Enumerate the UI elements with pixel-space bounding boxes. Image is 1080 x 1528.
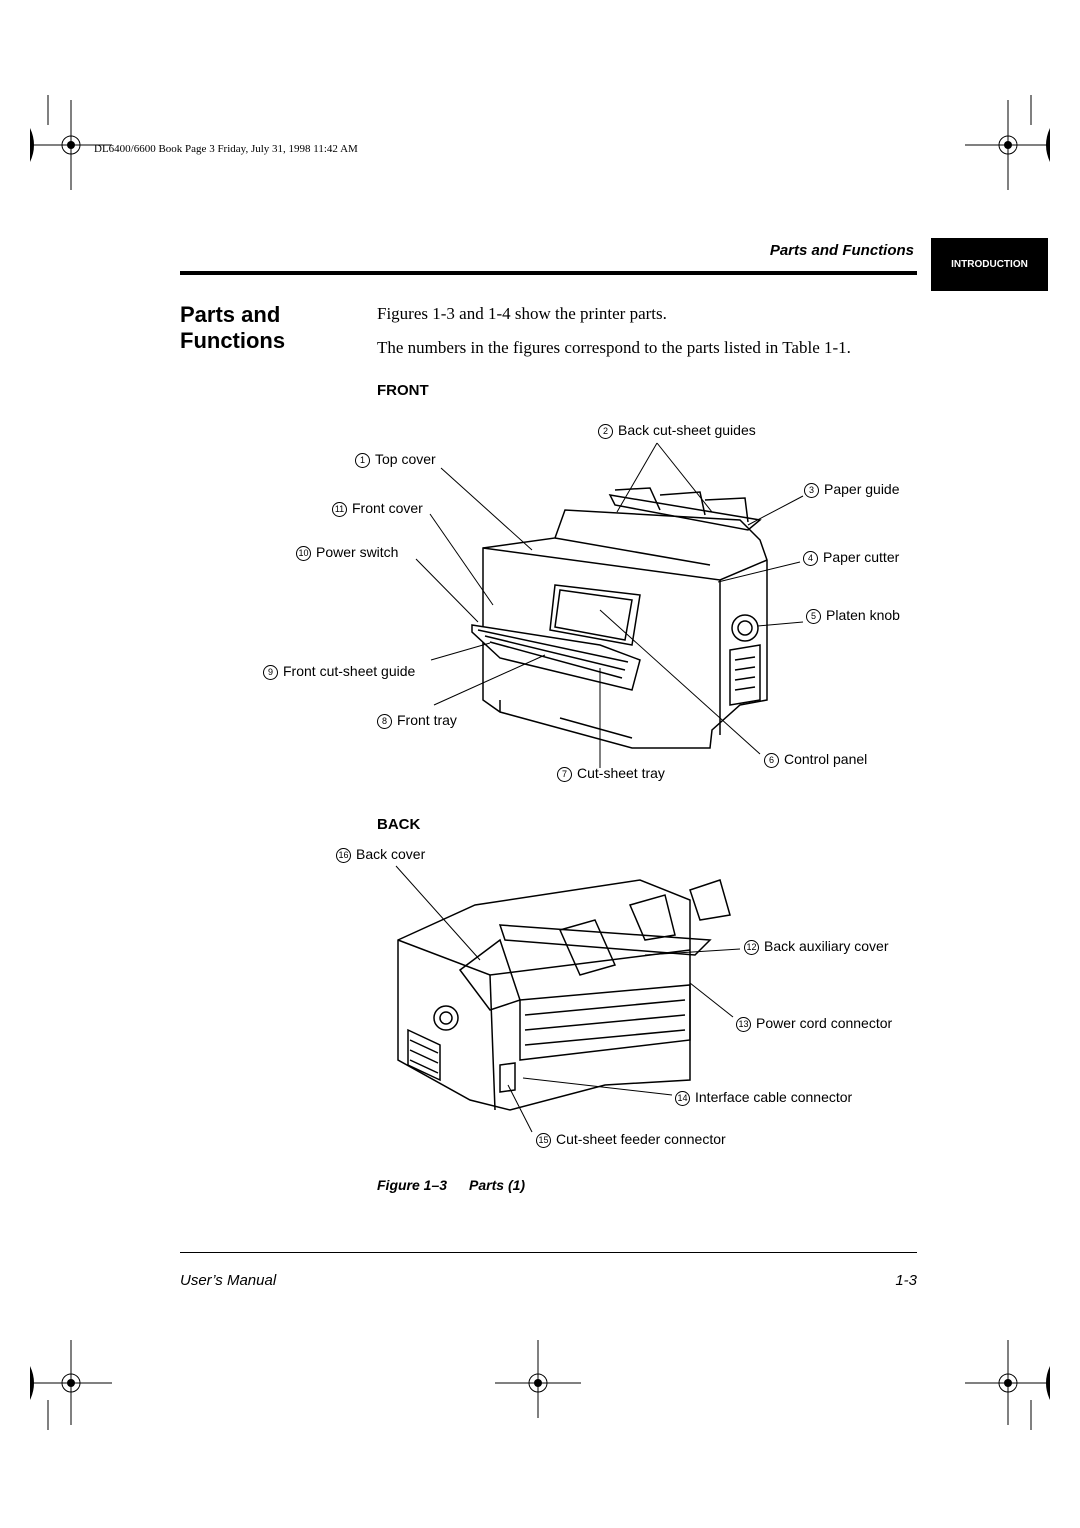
figure-caption: Figure 1–3 Parts (1) [377, 1177, 525, 1193]
callout-number: 3 [804, 483, 819, 498]
figure-title: Parts (1) [469, 1177, 526, 1193]
callout-label: Cut-sheet feeder connector [556, 1131, 726, 1147]
header-rule [180, 271, 917, 275]
callout-label: Back cut-sheet guides [618, 422, 756, 438]
callout-label: Front cover [352, 500, 423, 516]
callout-label: Top cover [375, 451, 436, 467]
callout-top-cover: 1 Top cover [355, 451, 436, 468]
callout-number: 16 [336, 848, 351, 863]
section-heading: Parts and Functions [180, 302, 286, 353]
callout-label: Control panel [784, 751, 868, 767]
callout-paper-cutter: 4 Paper cutter [803, 549, 899, 566]
back-leader-lines [395, 865, 741, 1133]
back-heading: BACK [377, 816, 421, 833]
footer-rule [180, 1252, 917, 1253]
callout-label: Paper cutter [823, 549, 900, 565]
callout-interface-cable-connector: 14 Interface cable connector [675, 1089, 852, 1106]
callout-cut-sheet-feeder-connector: 15 Cut-sheet feeder connector [536, 1131, 726, 1148]
callout-paper-guide: 3 Paper guide [804, 481, 900, 498]
callout-power-switch: 10 Power switch [296, 544, 398, 561]
figure-number: Figure 1–3 [377, 1177, 448, 1193]
callout-power-cord-connector: 13 Power cord connector [736, 1015, 892, 1032]
callout-label: Back cover [356, 846, 426, 862]
page-number: 1-3 [895, 1272, 917, 1289]
callout-number: 7 [557, 767, 572, 782]
callout-cut-sheet-tray: 7 Cut-sheet tray [557, 765, 665, 782]
callout-platen-knob: 5 Platen knob [806, 607, 900, 624]
front-heading: FRONT [377, 382, 429, 399]
callout-number: 2 [598, 424, 613, 439]
callout-back-cover: 16 Back cover [336, 846, 425, 863]
callout-label: Cut-sheet tray [577, 765, 665, 781]
front-printer-illustration [471, 487, 768, 749]
body-paragraph-1: Figures 1-3 and 1-4 show the printer par… [377, 304, 667, 323]
callout-number: 13 [736, 1017, 751, 1032]
callout-label: Power cord connector [756, 1015, 893, 1031]
callout-front-cut-sheet-guide: 9 Front cut-sheet guide [263, 663, 415, 680]
footer-manual-title: User’s Manual [180, 1272, 277, 1289]
callout-number: 10 [296, 546, 311, 561]
callout-number: 8 [377, 714, 392, 729]
callout-number: 12 [744, 940, 759, 955]
registration-marks [30, 95, 1050, 1430]
callout-label: Front cut-sheet guide [283, 663, 416, 679]
callout-control-panel: 6 Control panel [764, 751, 867, 768]
callout-number: 4 [803, 551, 818, 566]
callout-label: Platen knob [826, 607, 900, 623]
callout-number: 1 [355, 453, 370, 468]
callout-front-tray: 8 Front tray [377, 712, 457, 729]
callout-front-cover: 11 Front cover [332, 500, 423, 517]
callout-number: 11 [332, 502, 347, 517]
callout-label: Back auxiliary cover [764, 938, 889, 954]
callout-label: Power switch [316, 544, 399, 560]
callout-number: 15 [536, 1133, 551, 1148]
running-title: Parts and Functions [769, 242, 914, 259]
body-paragraph-2: The numbers in the figures correspond to… [377, 338, 851, 357]
callout-number: 9 [263, 665, 278, 680]
callout-number: 5 [806, 609, 821, 624]
callout-label: Front tray [397, 712, 457, 728]
section-tab: INTRODUCTION [931, 238, 1048, 291]
print-job-header: DL6400/6600 Book Page 3 Friday, July 31,… [94, 143, 358, 155]
front-leader-lines [415, 442, 804, 768]
callout-label: Interface cable connector [695, 1089, 853, 1105]
callout-label: Paper guide [824, 481, 900, 497]
back-printer-illustration [397, 879, 731, 1111]
callout-back-auxiliary-cover: 12 Back auxiliary cover [744, 938, 889, 955]
callout-number: 6 [764, 753, 779, 768]
callout-number: 14 [675, 1091, 690, 1106]
callout-back-cut-sheet-guides: 2 Back cut-sheet guides [598, 422, 756, 439]
